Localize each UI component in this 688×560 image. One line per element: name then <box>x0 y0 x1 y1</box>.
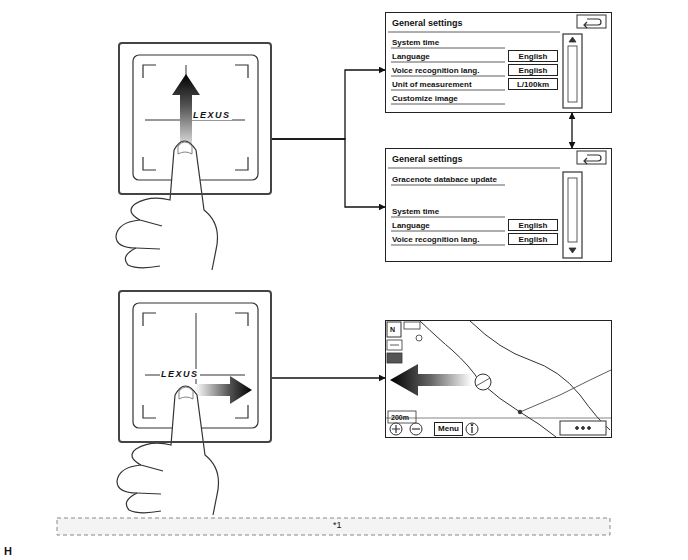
drawing-rect <box>563 34 582 108</box>
drawing-line <box>391 217 505 218</box>
button-label: English <box>509 235 557 245</box>
drawing-line <box>388 32 560 33</box>
drawing-rect <box>387 322 401 337</box>
drawing-rect <box>568 46 577 102</box>
button-label: English <box>509 221 557 231</box>
drawing-line <box>391 48 505 49</box>
drawing-path <box>412 428 420 429</box>
callout-number: *1 <box>333 520 342 530</box>
drawing-line <box>476 378 490 386</box>
figure-letter: H <box>4 545 12 557</box>
drawing-line <box>388 168 560 169</box>
item-label: Language <box>392 221 430 231</box>
setting-button: L/100km <box>508 78 558 90</box>
settings-screen: General settingsGracenote databace updat… <box>385 148 612 262</box>
item-label: Voice recognition lang. <box>392 235 479 245</box>
drawing-rect <box>388 411 416 423</box>
note-box <box>57 518 610 535</box>
screen-details <box>388 151 606 258</box>
screen-title: General settings <box>392 154 463 164</box>
map-details <box>386 321 611 437</box>
drawing-line <box>391 62 505 63</box>
button-label: English <box>509 52 557 62</box>
drawing-line <box>391 90 505 91</box>
drawing-circle <box>588 427 591 430</box>
logo-text: LEXUS <box>192 110 232 120</box>
drawing-circle <box>475 374 491 390</box>
screen-title: General settings <box>392 18 463 28</box>
drawing-rect <box>387 353 402 363</box>
settings-screen: General settingsSystem timeLanguageVoice… <box>385 12 612 113</box>
item-label: N <box>390 325 395 335</box>
setting-button: English <box>508 233 558 245</box>
item-label: Language <box>392 52 430 62</box>
drawing-path <box>569 37 576 42</box>
drawing-rect <box>577 15 606 28</box>
drawing-circle <box>471 424 473 426</box>
drawing-path <box>470 321 610 430</box>
flow-arrow <box>272 377 385 378</box>
button-label: L/100km <box>509 80 557 90</box>
drawing-path <box>390 364 472 396</box>
touchpad-right <box>111 303 258 515</box>
drawing-rect <box>577 151 606 164</box>
drawing-circle <box>466 423 478 435</box>
drawing-circle <box>518 410 522 414</box>
drawing-circle <box>416 335 422 341</box>
drawing-rect <box>404 322 420 329</box>
touchpad-up <box>110 55 258 270</box>
item-label: Unit of measurement <box>392 80 472 90</box>
drawing-rect <box>560 421 606 435</box>
item-label: System time <box>392 38 439 48</box>
drawing-rect <box>563 172 582 258</box>
drawing-line <box>391 231 505 232</box>
drawing-line <box>391 76 505 77</box>
drawing-circle <box>576 427 579 430</box>
item-label: 200m <box>391 413 409 423</box>
setting-button: English <box>508 64 558 76</box>
drawing-use <box>110 141 218 270</box>
drawing-circle <box>582 427 585 430</box>
drawing-path <box>471 427 472 433</box>
drawing-line <box>391 245 505 246</box>
drawing-line <box>391 104 505 105</box>
menu-button: Menu <box>434 422 463 436</box>
flow-arrow <box>571 113 572 148</box>
item-label: Customize image <box>392 94 458 104</box>
drawing-path <box>392 425 400 433</box>
drawing-rect <box>568 178 577 242</box>
setting-button: English <box>508 219 558 231</box>
flow-arrow <box>272 139 385 207</box>
drawing-use <box>111 386 219 515</box>
drawing-line <box>391 185 505 186</box>
item-label: Voice recognition lang. <box>392 66 479 76</box>
drawing-path <box>195 376 252 404</box>
drawing-line <box>386 418 611 419</box>
drawing-path <box>520 370 611 412</box>
item-label: Gracenote databace update <box>392 175 497 185</box>
drawing-rect <box>387 340 402 350</box>
drawing-path <box>584 19 601 28</box>
logo-text: LEXUS <box>160 369 200 379</box>
flow-arrow <box>272 70 385 139</box>
map-screen: N 200mMenu <box>385 320 612 438</box>
drawing-path <box>569 248 576 253</box>
item-label: System time <box>392 207 439 217</box>
touchpad: LEXUS <box>118 290 272 443</box>
touchpad: LEXUS <box>118 42 272 195</box>
drawing-path <box>584 155 601 164</box>
button-label: Menu <box>435 424 462 434</box>
setting-button: English <box>508 50 558 62</box>
screen-details <box>388 15 606 108</box>
drawing-circle <box>410 423 422 435</box>
drawing-circle <box>390 423 402 435</box>
drawing-path <box>390 345 399 346</box>
button-label: English <box>509 66 557 76</box>
